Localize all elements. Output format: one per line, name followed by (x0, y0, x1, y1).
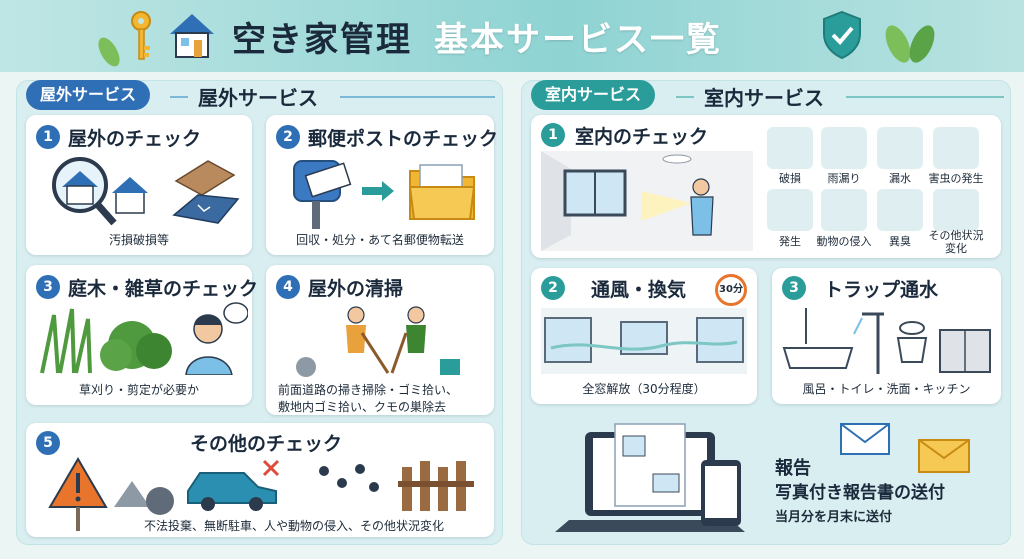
leak-tile (821, 127, 867, 169)
card-caption: 草刈り・剪定が必要か (78, 383, 199, 397)
card-number: 2 (276, 125, 300, 149)
trend-tile (933, 189, 979, 231)
leaf-decoration-icon (885, 25, 935, 63)
pipe-tile (877, 127, 923, 169)
plumbing-fixtures-icon (782, 308, 991, 374)
animal-tile (821, 189, 867, 231)
indoor-card-2: 2 通風・換気 30分 全窓解放（30分程度） (531, 268, 757, 404)
report-line1: 写真付き報告書の送付 (775, 483, 945, 503)
card-number: 5 (36, 431, 60, 455)
card-caption: 回収・処分・あて名郵便物転送 (296, 233, 464, 247)
report-card: 報告 写真付き報告書の送付 当月分を月末に送付 (531, 418, 1001, 538)
card-title: 庭木・雑草のチェック (68, 278, 259, 300)
pest-tile (933, 127, 979, 169)
divider (170, 96, 188, 98)
report-title: 報告 (775, 458, 811, 479)
weeds-bush-icon (40, 308, 172, 374)
card-number: 3 (36, 275, 60, 299)
room-inspection-icon (541, 151, 753, 251)
indoor-card-3: 3 トラップ通水 風呂・トイレ・洗面・キッチン (772, 268, 1001, 404)
damage-tile (767, 127, 813, 169)
card-title: トラップ通水 (824, 279, 939, 301)
leaf-decoration-icon (98, 37, 120, 67)
sweeping-people-icon (296, 306, 460, 377)
divider (846, 96, 1004, 98)
indoor-title: 室内サービス (704, 86, 824, 110)
envelope-icon (918, 439, 970, 473)
arrow-right-icon (362, 181, 394, 201)
mailbox-icon (293, 160, 352, 229)
warning-sign-icon (48, 457, 174, 531)
item-label: 害虫の発生 (928, 172, 984, 185)
envelope-icon (840, 423, 890, 455)
odor-tile (877, 189, 923, 231)
card-number: 2 (541, 276, 565, 300)
page-title: 空き家管理基本サービス一覧 (232, 20, 722, 60)
indoor-card-1: 1 室内のチェック 破損 雨漏り 漏水 害虫の発生 発生 動物の侵入 異臭 その… (531, 115, 1001, 258)
outdoor-card-2: 2 郵便ポストのチェック 回収・処分・あて名郵便物転送 (266, 115, 498, 255)
house-icon (170, 14, 214, 58)
report-line2: 当月分を月末に送付 (775, 510, 893, 525)
card-number: 1 (541, 123, 565, 147)
outdoor-title: 屋外サービス (198, 86, 318, 110)
item-label: 雨漏り (827, 172, 861, 185)
card-number: 4 (276, 275, 300, 299)
shield-check-icon (823, 10, 861, 60)
laptop-report-icon (555, 423, 745, 532)
outdoor-badge: 屋外サービス (26, 80, 151, 110)
paw-tile (767, 189, 813, 231)
roof-tiles-icon (172, 160, 240, 224)
card-caption-line2: 敷地内ゴミ拾い、クモの巣除去 (278, 400, 447, 414)
person-thinking-icon (185, 302, 248, 375)
magnifier-house-icon (52, 157, 148, 226)
card-caption: 汚損破損等 (108, 233, 169, 247)
outdoor-card-5: 5 その他のチェック 不法投棄、無断駐車、人や動物の侵入、その他状況変化 (26, 423, 494, 537)
card-title: 室内のチェック (575, 126, 709, 148)
indoor-badge: 室内サービス (531, 80, 656, 110)
card-number: 1 (36, 125, 60, 149)
key-icon (131, 11, 151, 60)
paw-prints-icon (319, 464, 379, 492)
card-caption: 不法投棄、無断駐車、人や動物の侵入、その他状況変化 (144, 519, 445, 533)
fence-icon (398, 461, 474, 511)
item-label: 漏水 (889, 172, 911, 185)
open-windows-icon (541, 308, 747, 374)
header-banner: 空き家管理基本サービス一覧 (0, 0, 1024, 72)
card-title: 郵便ポストのチェック (308, 128, 499, 150)
divider (676, 96, 694, 98)
outdoor-card-1: 1 屋外のチェック 汚損破損等 (26, 115, 252, 255)
card-title: 屋外の清掃 (308, 278, 404, 300)
card-title: その他のチェック (190, 433, 343, 455)
item-label: 破損 (779, 172, 801, 185)
item-label: 発生 (779, 235, 801, 248)
card-caption: 風呂・トイレ・洗面・キッチン (802, 382, 971, 396)
outdoor-card-4: 4 屋外の清掃 前面道路の掃き掃除・ゴミ拾い、 敷地内ゴミ拾い、クモの巣除去 (266, 265, 494, 415)
divider (340, 96, 495, 98)
car-icon (187, 472, 277, 511)
card-title: 通風・換気 (591, 279, 687, 301)
outdoor-card-3: 3 庭木・雑草のチェック 草刈り・剪定が必要か (26, 265, 258, 405)
item-label: 異臭 (889, 235, 911, 248)
card-number: 3 (782, 276, 806, 300)
card-caption-line1: 前面道路の掃き掃除・ゴミ拾い、 (278, 383, 459, 397)
item-label: 動物の侵入 (816, 235, 872, 248)
item-label: その他状況変化 (928, 229, 984, 255)
no-entry-x-icon (262, 459, 280, 477)
folder-icon (408, 164, 476, 220)
timer-icon: 30分 (715, 274, 747, 306)
card-caption: 全窓解放（30分程度） (582, 382, 706, 396)
card-title: 屋外のチェック (68, 128, 202, 150)
timer-label: 30分 (719, 284, 743, 295)
